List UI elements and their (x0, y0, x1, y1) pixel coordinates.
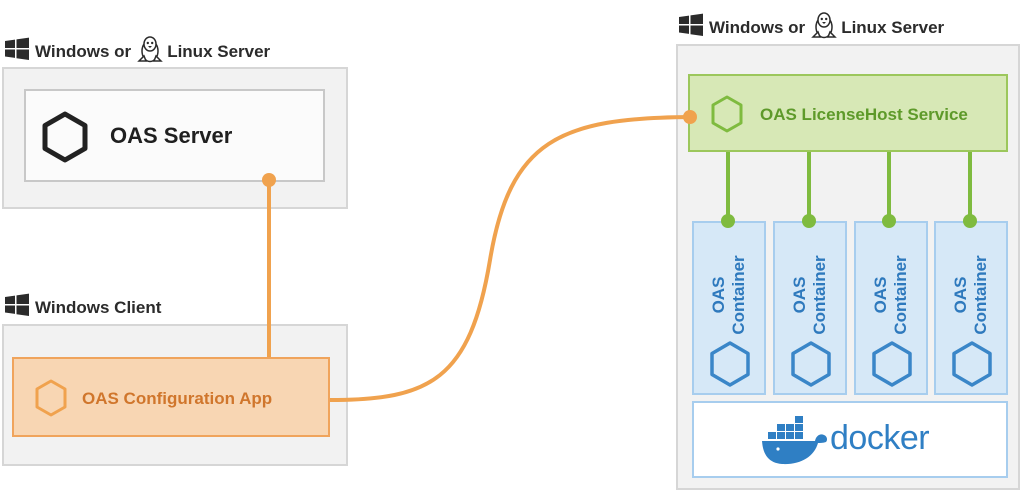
licensehost-box: OAS LicenseHost Service (688, 74, 1008, 152)
windows-icon (4, 293, 30, 322)
windows-icon (678, 13, 704, 42)
oas-server-label: OAS Server (110, 123, 233, 148)
linux-tux-icon (135, 34, 165, 69)
config-app-box: OAS Configuration App (12, 357, 330, 437)
linux-tux-icon (809, 10, 839, 45)
os-suffix-text: Linux Server (167, 41, 271, 61)
docker-whale-icon (760, 415, 830, 472)
left-server-os-label: Windows or Linux Server (4, 34, 270, 69)
client-os-text: Windows Client (35, 297, 162, 317)
connector-dot (721, 214, 735, 228)
hexagon-icon (789, 340, 833, 393)
connector-dot (683, 110, 697, 124)
hexagon-icon (710, 95, 744, 138)
hexagon-icon (870, 340, 914, 393)
windows-icon (4, 37, 30, 66)
connector-dot (963, 214, 977, 228)
client-os-label: Windows Client (4, 293, 161, 322)
docker-box: docker (692, 401, 1008, 478)
oas-server-box: OAS Server (24, 89, 325, 182)
connector-dot (882, 214, 896, 228)
config-app-label: OAS Configuration App (82, 389, 273, 408)
client-licensehost-connector (329, 115, 691, 402)
connector-dot (802, 214, 816, 228)
hexagon-icon (34, 379, 68, 422)
hexagon-icon (950, 340, 994, 393)
os-prefix-text: Windows or (709, 17, 806, 37)
right-server-os-label: Windows or Linux Server (678, 10, 944, 45)
os-suffix-text: Linux Server (841, 17, 945, 37)
hexagon-icon (42, 111, 88, 168)
os-prefix-text: Windows or (35, 41, 132, 61)
connector-dot (262, 173, 276, 187)
docker-wordmark: docker (830, 419, 930, 457)
licensehost-label: OAS LicenseHost Service (760, 105, 968, 124)
hexagon-icon (708, 340, 752, 393)
